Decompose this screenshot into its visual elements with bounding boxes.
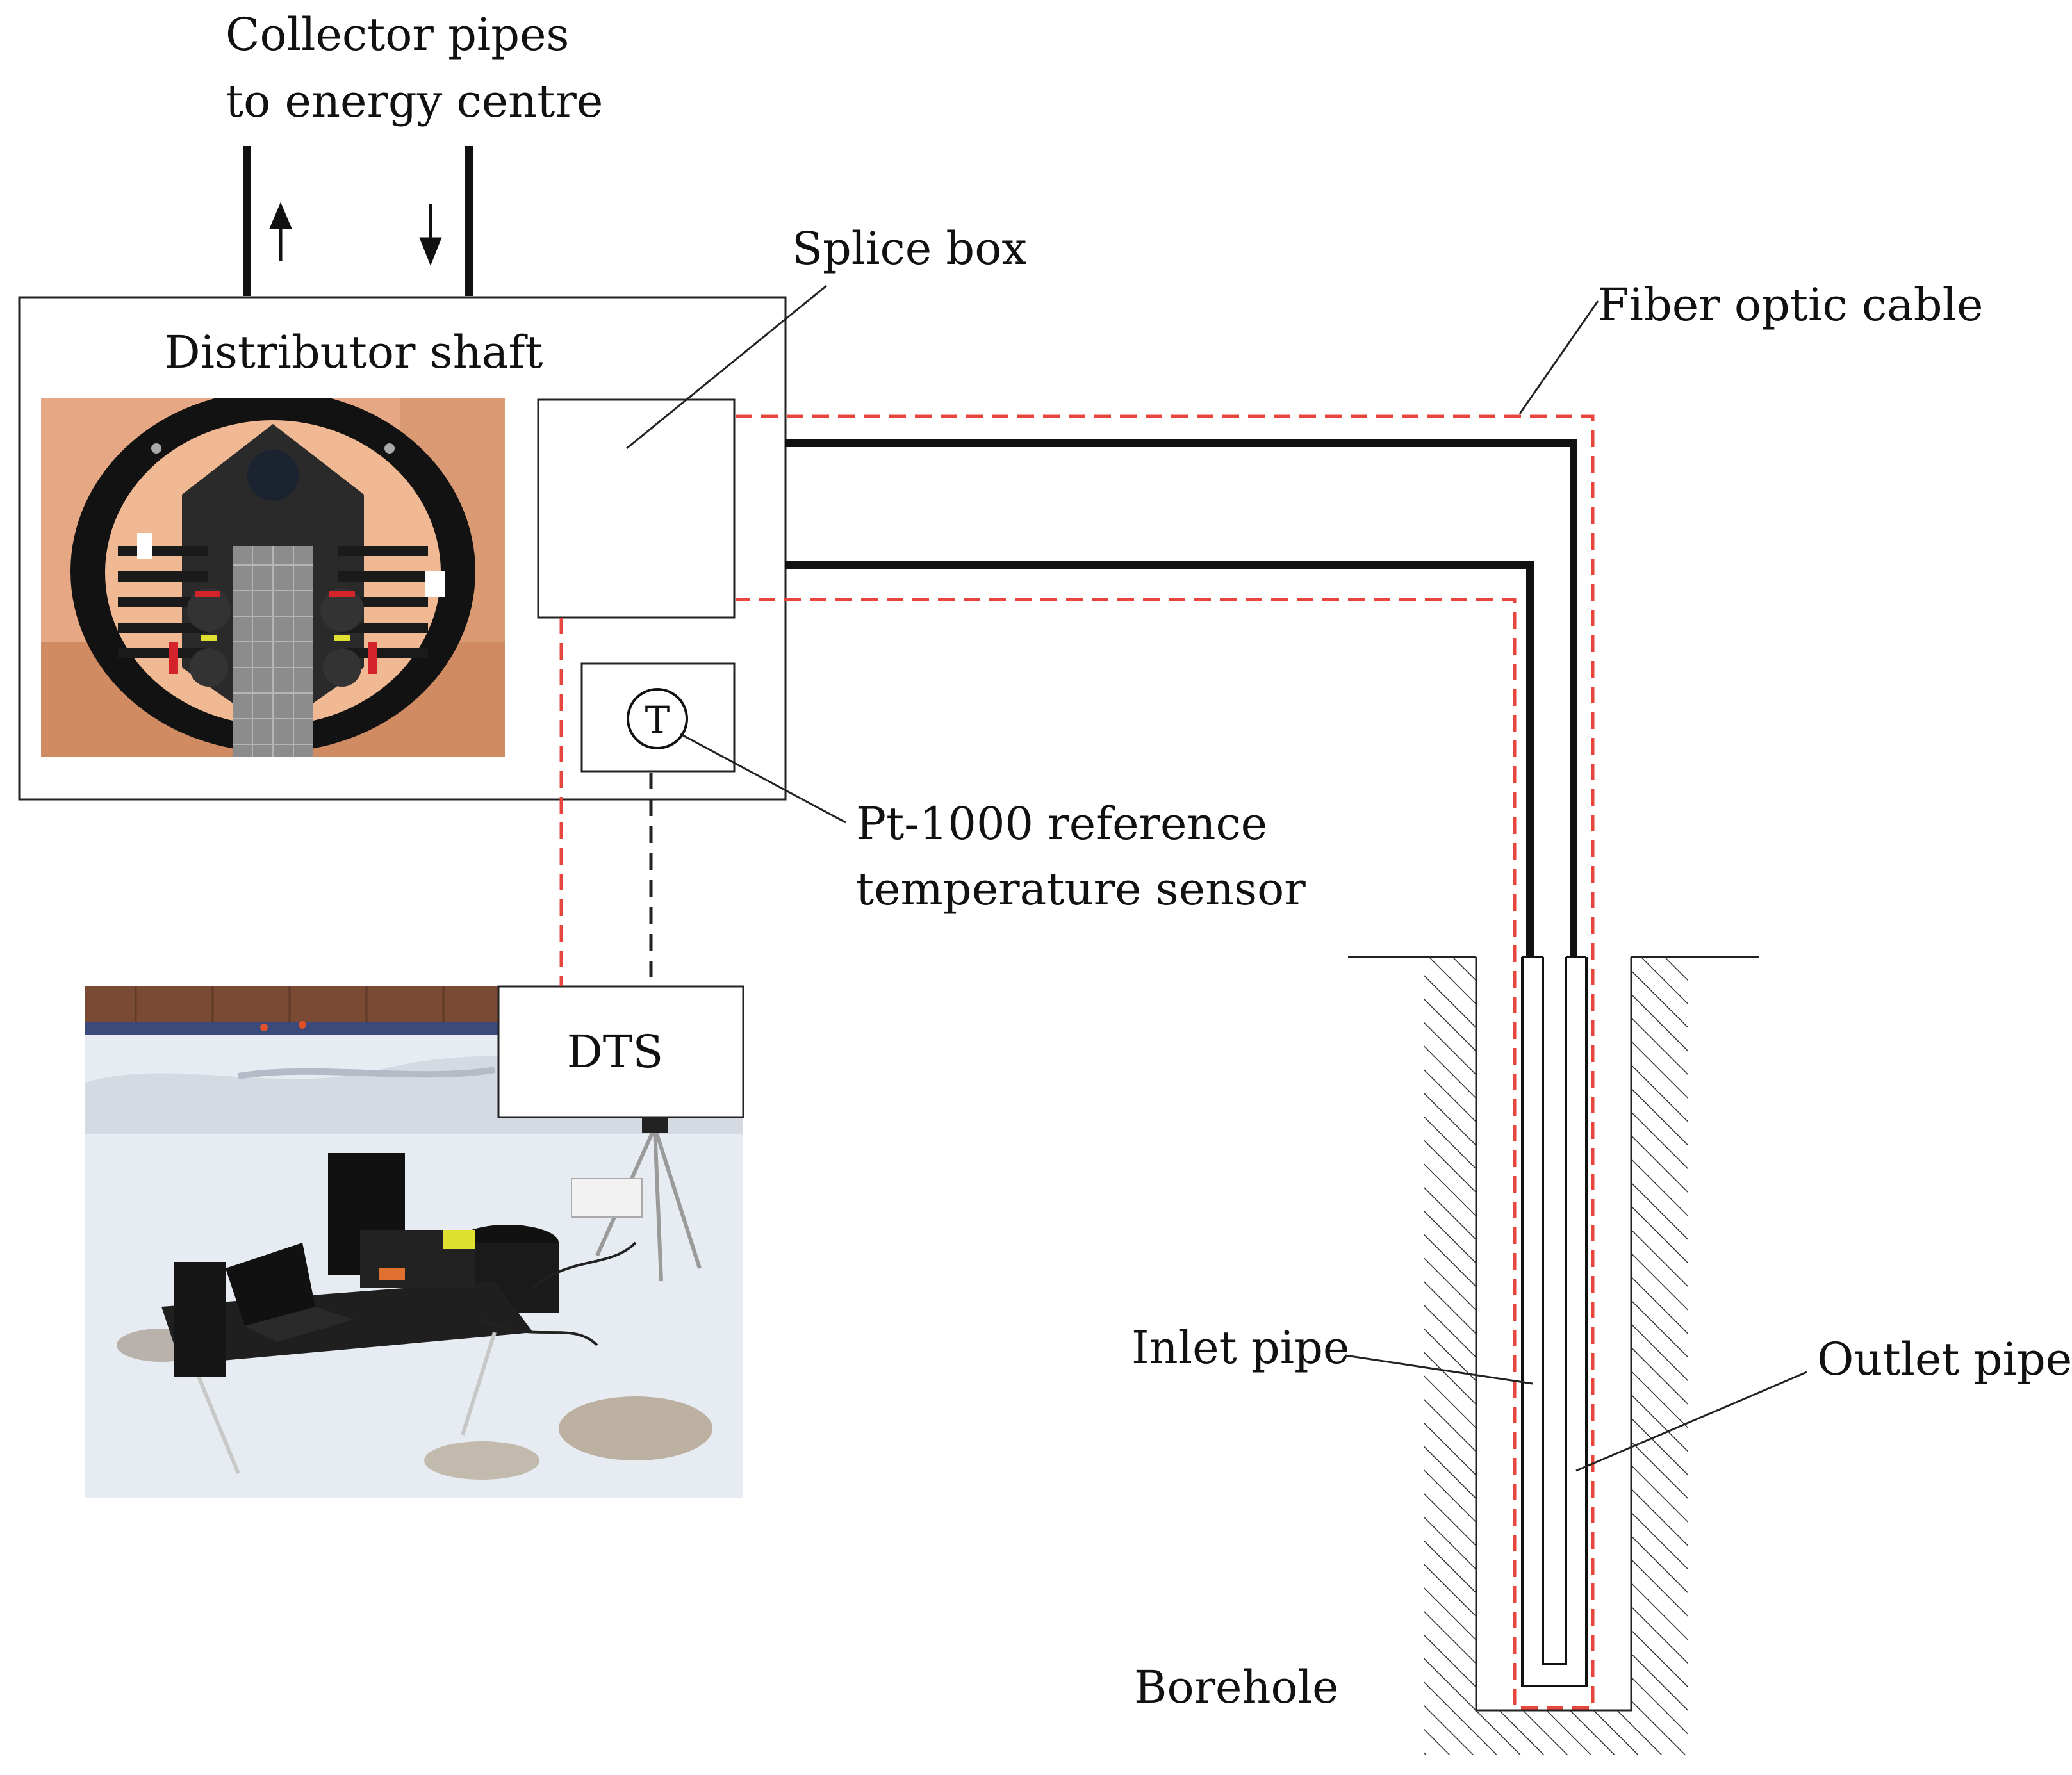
distributor-shaft-photo bbox=[41, 398, 505, 757]
arrow-down-icon bbox=[419, 204, 442, 266]
fiber-optic-cable bbox=[559, 414, 1595, 1710]
collector-pipes bbox=[243, 146, 473, 296]
inlet-pipe-leader bbox=[1345, 1354, 1533, 1385]
splice-box bbox=[537, 398, 736, 619]
outlet-pipe-label: Outlet pipe bbox=[1817, 1333, 2072, 1386]
sensor-label-line2: temperature sensor bbox=[856, 863, 1306, 915]
borehole-label: Borehole bbox=[1134, 1661, 1339, 1714]
distributor-shaft-box bbox=[18, 296, 787, 801]
outlet-pipe-leader bbox=[1575, 1371, 1807, 1472]
splice-box-leader bbox=[626, 284, 827, 450]
arrow-up-icon bbox=[269, 202, 292, 261]
dts-label: DTS bbox=[567, 1026, 664, 1078]
collector-label-line1: Collector pipes bbox=[226, 8, 569, 61]
borehole-soil bbox=[1424, 957, 1688, 1755]
thermometer-circle-icon: T bbox=[627, 688, 688, 749]
borehole-wall bbox=[1475, 957, 1632, 1712]
fiber-optic-label: Fiber optic cable bbox=[1598, 279, 1983, 331]
sensor-leader bbox=[680, 733, 846, 824]
sensor-label-line1: Pt-1000 reference bbox=[856, 798, 1267, 850]
collector-pipe-lines bbox=[785, 439, 1577, 957]
temperature-symbol: T bbox=[645, 698, 670, 742]
splice-box-label: Splice box bbox=[792, 222, 1027, 275]
inlet-pipe-label: Inlet pipe bbox=[1131, 1321, 1349, 1374]
distributor-shaft-label: Distributor shaft bbox=[164, 326, 543, 379]
fiber-optic-leader bbox=[1518, 300, 1599, 414]
field-measurement-photo bbox=[85, 986, 743, 1498]
collector-label-line2: to energy centre bbox=[226, 75, 603, 127]
u-tube bbox=[1521, 956, 1588, 1687]
dts-box bbox=[497, 985, 744, 1118]
